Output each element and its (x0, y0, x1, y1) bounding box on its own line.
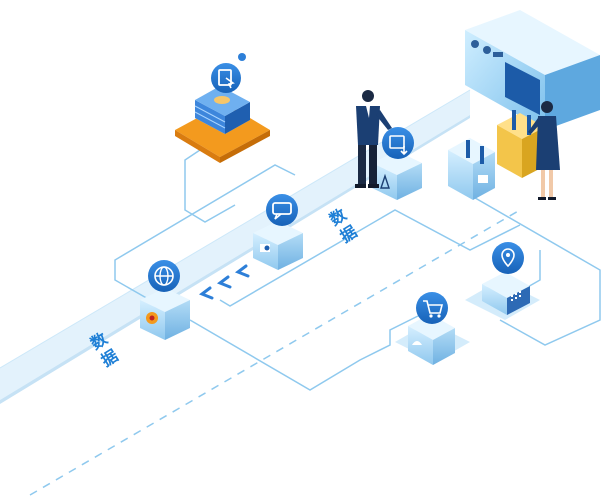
machine (465, 10, 600, 130)
globe-box (140, 288, 190, 340)
warning-box (372, 151, 422, 200)
download-icon (382, 127, 414, 159)
globe-icon (148, 260, 180, 292)
person-woman (528, 101, 560, 200)
server-stack (175, 86, 270, 163)
dispenser-unit-left (448, 138, 495, 200)
shopping-cart-icon (416, 292, 448, 324)
document-icon (211, 63, 241, 93)
camera-box (253, 221, 303, 270)
flow-arrows (198, 264, 250, 300)
belt-label-upper: 数 据 (326, 204, 360, 246)
location-pin-icon (492, 242, 524, 274)
location-box (465, 272, 540, 320)
dot-decoration (238, 53, 246, 61)
person-man (355, 90, 392, 188)
dashed-track-line (29, 209, 521, 496)
chat-bubble-icon (266, 194, 298, 226)
connector-lines (114, 149, 601, 391)
cart-box (395, 314, 470, 365)
